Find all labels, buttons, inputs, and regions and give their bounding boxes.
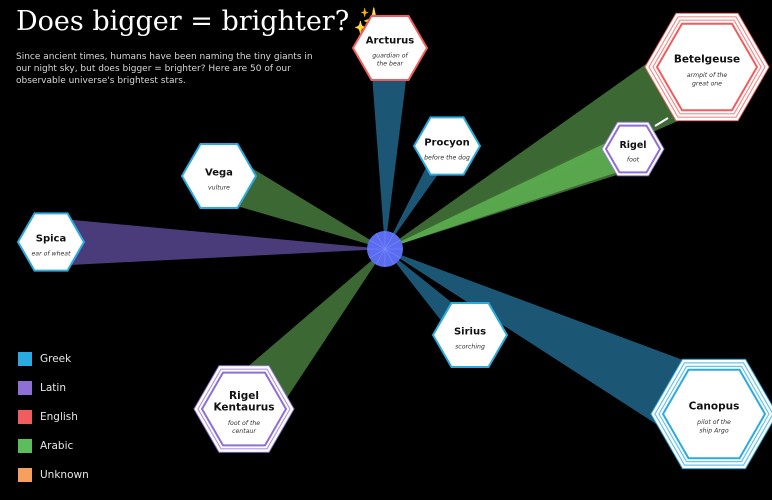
legend-swatch [18, 380, 32, 395]
legend-label: Unknown [40, 468, 89, 481]
hub-spoke [375, 233, 386, 250]
legend-item-english: English [18, 402, 89, 431]
legend-label: Arabic [40, 439, 74, 452]
star-sirius[interactable]: Sirius scorching [431, 302, 509, 368]
star-meaning-label: ear of wheat [31, 249, 71, 257]
star-meaning-label: foot of the [228, 419, 260, 427]
star-name-label: Betelgeuse [674, 54, 740, 66]
star-meaning-label: foot [627, 156, 640, 164]
legend-label: English [40, 410, 78, 423]
star-meaning-label: pilot of the [696, 418, 731, 426]
star-meaning-label: centaur [232, 427, 256, 435]
legend-label: Greek [40, 352, 72, 365]
star-vega[interactable]: Vega vulture [180, 143, 258, 209]
hub-layer [367, 231, 403, 267]
star-hexagon [180, 143, 258, 209]
star-name-label: Sirius [454, 326, 486, 337]
legend-swatch [18, 438, 32, 453]
legend-item-unknown: Unknown [18, 460, 89, 489]
legend-label: Latin [40, 381, 66, 394]
star-name-label: Vega [205, 167, 233, 178]
star-hexagon [200, 371, 288, 447]
star-meaning-label: scorching [455, 343, 485, 350]
beam-rigel-highlight [385, 127, 645, 249]
star-meaning-label: guardian of [372, 52, 408, 59]
star-hexagon [604, 124, 662, 174]
beam-betelgeuse [385, 33, 726, 250]
star-meaning-label: armpit of the [687, 71, 728, 79]
star-hexagon [351, 15, 429, 81]
star-name-label: Arcturus [366, 35, 415, 46]
hub-spoke [369, 239, 386, 250]
legend-swatch [18, 351, 32, 366]
hub-spoke [384, 233, 395, 250]
legend-swatch [18, 409, 32, 424]
legend-swatch [18, 467, 32, 482]
hub-spoke [369, 248, 386, 259]
chart-subtitle: Since ancient times, humans have been na… [16, 52, 313, 86]
beam-spica [50, 218, 385, 266]
star-procyon[interactable]: Procyon before the dog [412, 116, 482, 176]
chart-title-text: Does bigger = brighter? [16, 6, 350, 37]
star-meaning-label: great one [692, 79, 722, 87]
star-meaning-label: the bear [377, 60, 404, 68]
beam-arcturus [370, 47, 410, 249]
star-meaning-label: vulture [208, 183, 230, 191]
beam-canopus [385, 249, 732, 450]
legend-item-arabic: Arabic [18, 431, 89, 460]
hub-spoke [384, 248, 395, 265]
star-meaning-label: before the dog [424, 153, 470, 161]
star-name-label: Procyon [424, 137, 470, 148]
hub-spoke [375, 248, 386, 265]
star-rigel[interactable]: Rigel foot [601, 121, 665, 177]
star-hexagon [412, 116, 482, 176]
hub-spoke [384, 239, 401, 250]
rigel-pointer-tick [654, 117, 669, 127]
star-hexagon [431, 302, 509, 368]
hub-spoke [384, 248, 401, 259]
star-name-label: Canopus [689, 401, 740, 413]
star-hexagon [655, 22, 759, 112]
star-name-label: Rigel [229, 390, 259, 402]
star-name-label: Spica [36, 233, 66, 244]
star-hexagon [16, 212, 86, 272]
star-name-label: Kentaurus [213, 401, 274, 413]
star-meaning-label: ship Argo [699, 427, 728, 434]
legend-item-greek: Greek [18, 344, 89, 373]
star-spica[interactable]: Spica ear of wheat [16, 212, 86, 272]
star-hexagon [661, 368, 767, 460]
legend-item-latin: Latin [18, 373, 89, 402]
star-name-label: Rigel [619, 140, 646, 151]
